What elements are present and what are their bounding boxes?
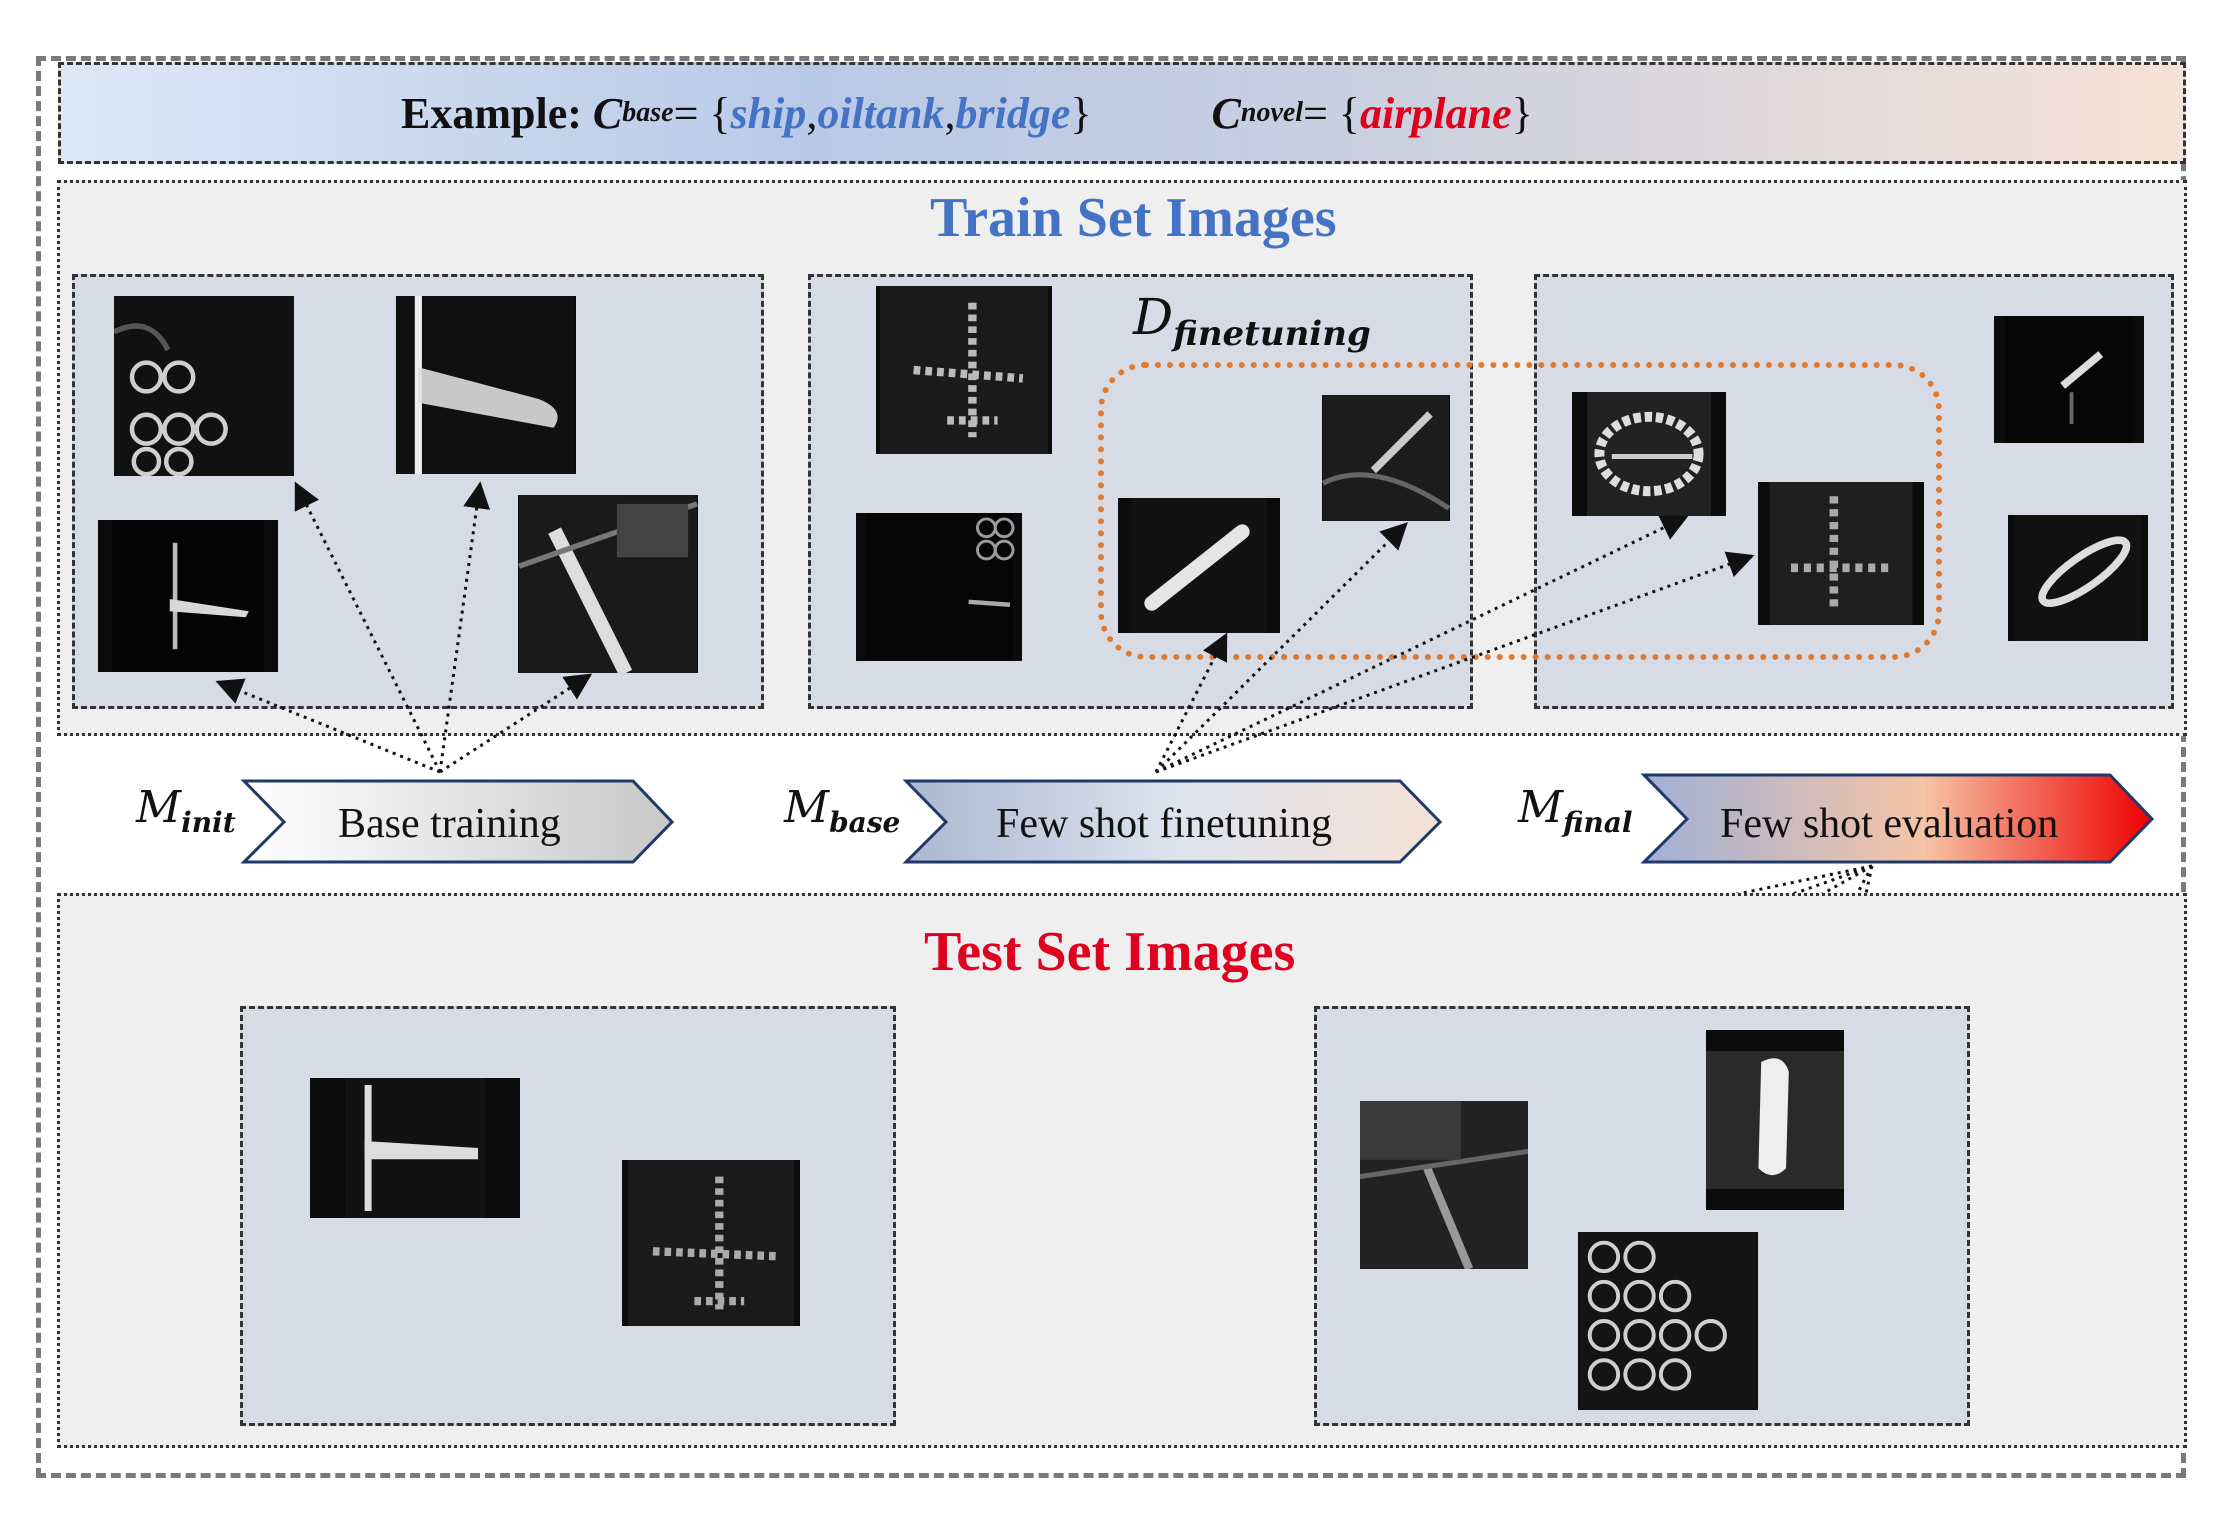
stage-arrow-few-shot-evaluation — [1640, 773, 2155, 864]
sar-oiltank-close-image — [1572, 392, 1726, 516]
model-base-symbol: M — [784, 782, 830, 833]
sar-oiltank-corner-image — [856, 513, 1022, 661]
model-final-sub: final — [1563, 805, 1633, 839]
sar-oiltank-image — [114, 296, 294, 476]
model-base-label: Mbase — [784, 782, 900, 839]
model-init-symbol: M — [136, 782, 182, 833]
stage-label-few-shot-finetuning: Few shot finetuning — [996, 801, 1332, 847]
sep-1: , — [806, 88, 818, 138]
novel-class-airplane: airplane — [1360, 88, 1512, 138]
c-novel-eq: = { — [1303, 88, 1361, 138]
sar-test-ship-vertical-image — [1706, 1030, 1844, 1210]
sep-2: , — [944, 88, 956, 138]
sar-test-airplane-image — [622, 1160, 800, 1326]
outer-frame — [36, 56, 2186, 1478]
d-finetuning-label: Dfinetuning — [1133, 288, 1371, 354]
stage-label-base-training: Base training — [338, 801, 561, 847]
d-symbol: D — [1133, 288, 1174, 346]
model-final-label: Mfinal — [1518, 782, 1633, 839]
model-final-symbol: M — [1518, 782, 1564, 833]
sar-ship-elliptic-image — [2008, 515, 2148, 641]
base-class-bridge: bridge — [955, 88, 1071, 138]
c-base-sub: base — [622, 97, 674, 128]
sar-bridge-image — [518, 495, 698, 673]
c-base-eq: = { — [673, 88, 731, 138]
finetuning-connectors — [1154, 515, 1755, 774]
d-sub: finetuning — [1173, 314, 1371, 354]
test-title: Test Set Images — [924, 921, 1296, 983]
sar-ship-bright-image — [396, 296, 576, 474]
c-base-symbol: C — [592, 88, 623, 138]
base-class-ship: ship — [730, 88, 807, 138]
sar-test-bridge-image — [1360, 1101, 1528, 1269]
model-base-sub: base — [829, 805, 901, 839]
model-init-label: Minit — [136, 782, 236, 839]
sar-ship-diagonal-image — [1118, 498, 1280, 633]
example-prefix: Example: — [401, 88, 582, 138]
c-novel-close: } — [1511, 88, 1533, 138]
base-class-oiltank: oiltank — [817, 88, 945, 138]
stage-label-few-shot-evaluation: Few shot evaluation — [1720, 801, 2059, 847]
finetuning-set-box — [1098, 362, 1942, 660]
sar-airplane-blurred-image — [1758, 482, 1924, 625]
stage-arrow-few-shot-finetuning — [902, 779, 1443, 864]
sar-test-ship-image — [310, 1078, 520, 1218]
sar-ship-tiny-image — [1994, 316, 2144, 443]
sar-ship-small-image — [98, 520, 278, 672]
c-novel-symbol: C — [1211, 88, 1241, 138]
sar-bridge-small-image — [1322, 395, 1450, 521]
train-title: Train Set Images — [930, 187, 1337, 249]
base-training-connectors — [215, 481, 593, 774]
stage-arrow-base-training — [240, 779, 675, 864]
sar-airplane-image — [876, 286, 1052, 454]
c-novel-sub: novel — [1240, 97, 1304, 128]
model-init-sub: init — [181, 805, 236, 839]
c-base-close: } — [1070, 88, 1092, 138]
sar-test-oiltank-image — [1578, 1232, 1758, 1410]
